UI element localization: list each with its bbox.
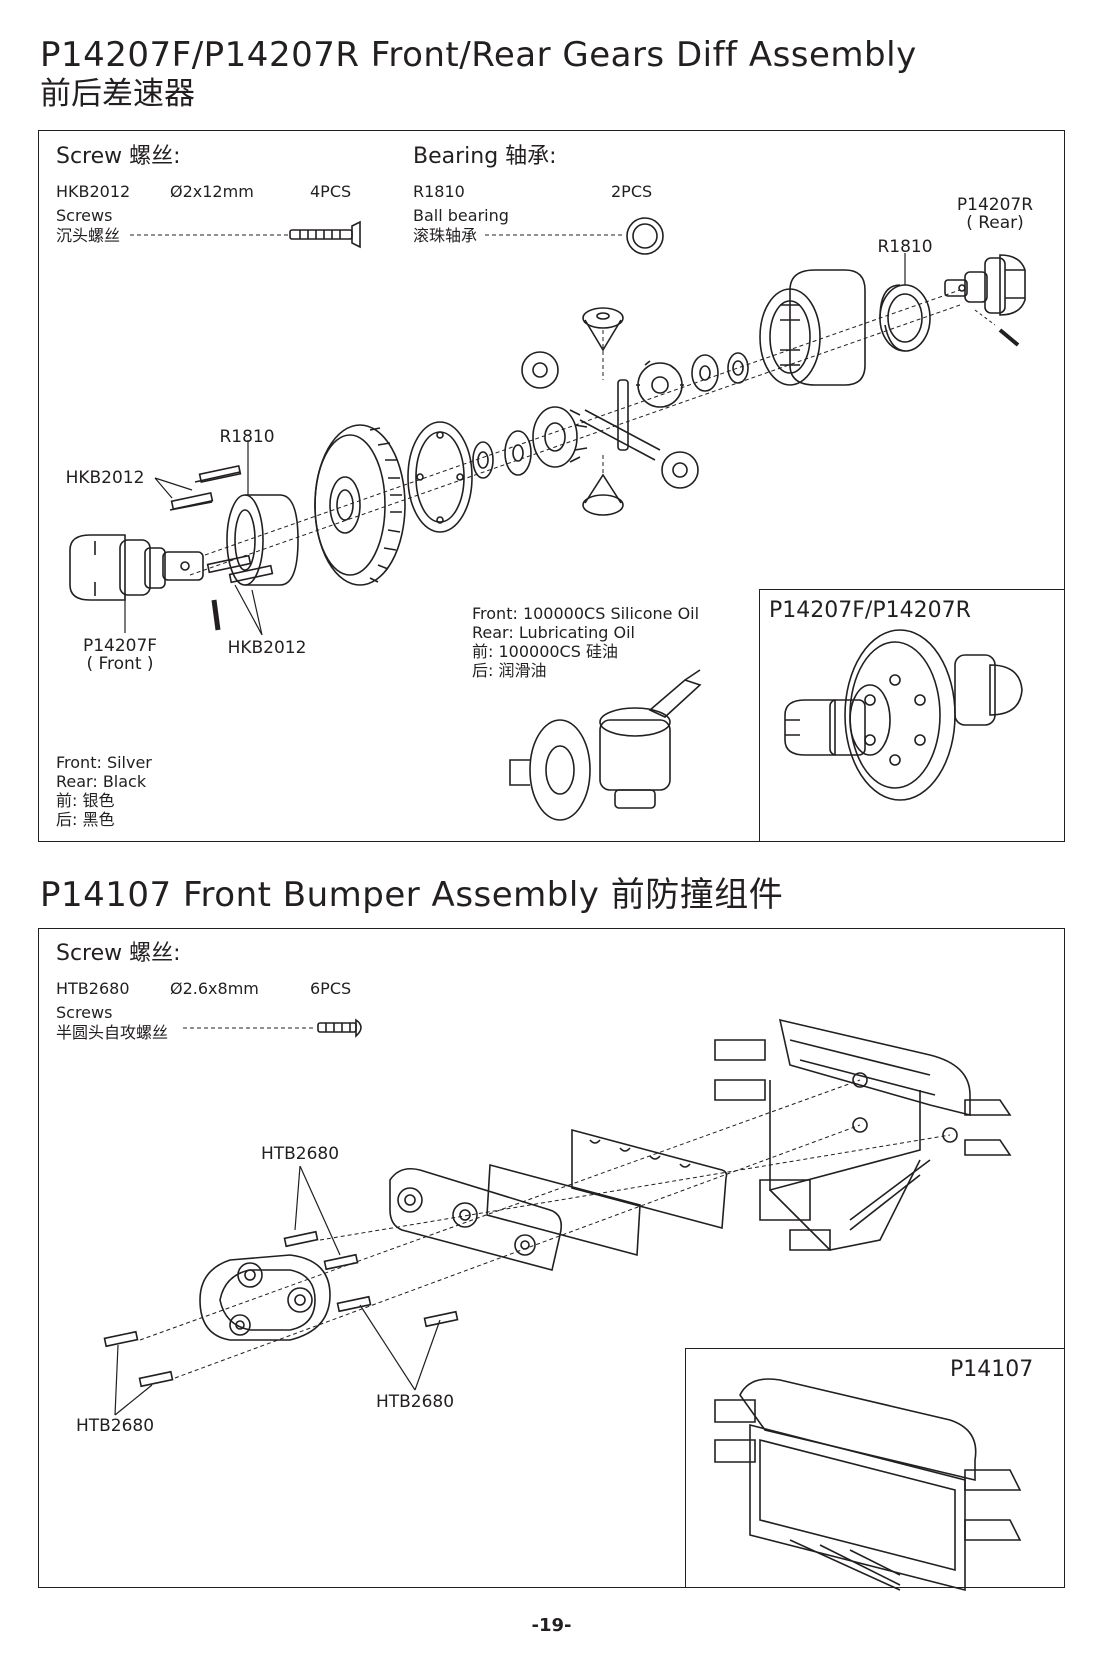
label-htb2680-top: HTB2680 [260, 1144, 340, 1164]
bumper-mount-bar-icon [389, 1167, 563, 1271]
front-bearing-icon [226, 494, 299, 586]
oil-note-front-cn: 前: 100000CS 硅油 [472, 642, 618, 661]
bumper-screw-heading: Screw 螺丝: [56, 941, 181, 966]
diff-screw-heading: Screw 螺丝: [56, 144, 181, 169]
spec-htb-screw-icon [317, 1018, 362, 1038]
inset-assembled-bumper-icon [714, 1378, 1022, 1592]
diff-bearing-name-cn: 滚珠轴承 [413, 226, 478, 245]
color-note-rear: Rear: Black [56, 772, 147, 791]
color-note-front: Front: Silver [56, 753, 152, 772]
label-front-paren: ( Front ) [86, 654, 154, 674]
label-r1810-left: R1810 [219, 427, 275, 447]
color-note-rear-cn: 后: 黑色 [56, 810, 115, 829]
bumper-cup-icon [199, 1254, 331, 1341]
color-note-front-cn: 前: 银色 [56, 791, 115, 810]
bumper-plate-lower [486, 1163, 641, 1257]
label-htb2680-mid: HTB2680 [375, 1392, 455, 1412]
bumper-plate-upper [571, 1128, 728, 1230]
diff-bearing-heading: Bearing 轴承: [413, 144, 557, 169]
diff-inset-title: P14207F/P14207R [769, 598, 971, 623]
diff-inset-box [759, 589, 1065, 842]
diff-screw-name-cn: 沉头螺丝 [56, 226, 121, 245]
section2-title: P14107 Front Bumper Assembly 前防撞组件 [40, 875, 784, 915]
diff-housing-icon [759, 269, 866, 386]
label-r1810-top: R1810 [877, 237, 933, 257]
bumper-screws-icon [103, 1230, 459, 1388]
bumper-screw-code: HTB2680 [56, 979, 130, 998]
pinion-left-icon [521, 351, 559, 389]
side-gear-top-icon [582, 307, 624, 352]
label-htb2680-left: HTB2680 [75, 1416, 155, 1436]
side-gear-mid-icon [532, 406, 588, 468]
label-hkb2012-lower: HKB2012 [227, 638, 307, 658]
oil-note-rear: Rear: Lubricating Oil [472, 623, 635, 642]
bumper-screw-size: Ø2.6x8mm [170, 979, 259, 998]
bumper-frame-icon [714, 1018, 1012, 1251]
section1-subtitle-cn: 前后差速器 [40, 76, 195, 112]
diff-bearing-name-en: Ball bearing [413, 206, 509, 225]
bumper-inset-title: P14107 [950, 1357, 1034, 1382]
diff-bearing-qty: 2PCS [611, 182, 653, 201]
cross-pin-vertical [617, 379, 629, 451]
spec-screw-icon [289, 220, 361, 249]
label-p14207f: P14207F [82, 636, 158, 656]
diff-bearing-code: R1810 [413, 182, 465, 201]
rear-cup-icon [944, 254, 1026, 316]
oil-note-front: Front: 100000CS Silicone Oil [472, 604, 700, 623]
pinion-right-icon [636, 360, 684, 408]
section1-title: P14207F/P14207R Front/Rear Gears Diff As… [40, 35, 917, 75]
page-number: -19- [531, 1615, 572, 1636]
label-p14207r: P14207R [956, 195, 1034, 215]
side-gear-bottom-icon [582, 473, 624, 516]
label-hkb2012-upper: HKB2012 [65, 468, 145, 488]
diff-screw-code: HKB2012 [56, 182, 131, 201]
front-screws-icon [169, 464, 274, 584]
bumper-inset-box [685, 1348, 1065, 1588]
ring-gear-icon [314, 424, 406, 586]
diff-screw-qty: 4PCS [310, 182, 352, 201]
spec-bearing-icon [626, 217, 664, 255]
inset-assembled-diff-icon [784, 629, 1023, 801]
diff-screw-size: Ø2x12mm [170, 182, 254, 201]
pinion-bottom-icon [661, 451, 699, 489]
bumper-screw-name-cn: 半圆头自攻螺丝 [56, 1023, 169, 1042]
oil-application-icon [509, 669, 702, 821]
label-rear-paren: ( Rear) [966, 213, 1024, 233]
oil-note-rear-cn: 后: 润滑油 [472, 661, 547, 680]
diff-exploded-drawing [69, 217, 1026, 821]
cross-pin-horizontal [579, 409, 661, 461]
diff-screw-name-en: Screws [56, 206, 113, 225]
bumper-screw-qty: 6PCS [310, 979, 352, 998]
bumper-screw-name-en: Screws [56, 1003, 113, 1022]
diff-gasket-icon [407, 421, 473, 533]
